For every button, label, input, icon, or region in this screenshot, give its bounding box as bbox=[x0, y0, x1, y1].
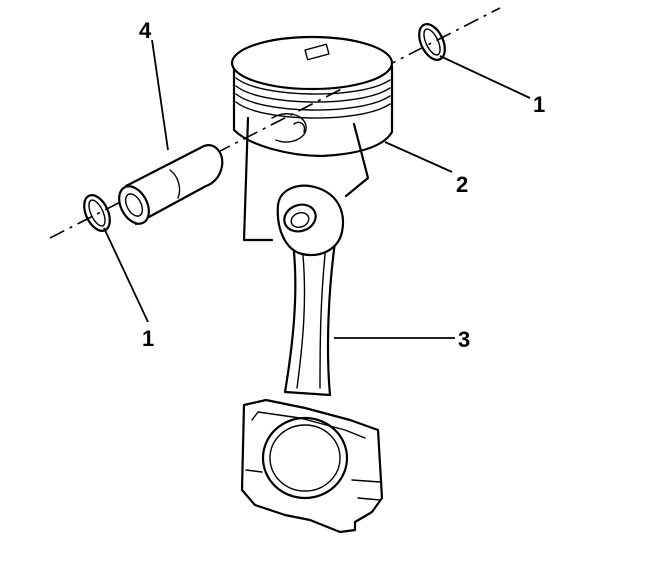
connecting-rod bbox=[240, 184, 384, 534]
leader-line-ring-upper bbox=[439, 55, 531, 99]
callout-piston: 2 bbox=[456, 172, 468, 197]
piston-pin bbox=[118, 144, 224, 226]
callout-rod: 3 bbox=[458, 327, 470, 352]
retaining-ring-lower bbox=[83, 194, 111, 232]
callout-pin: 4 bbox=[139, 18, 152, 43]
callout-ring-lower: 1 bbox=[142, 326, 154, 351]
leader-line-ring-lower bbox=[103, 227, 149, 323]
callout-ring-upper: 1 bbox=[533, 92, 545, 117]
leader-line-piston bbox=[384, 141, 453, 173]
retaining-ring-upper bbox=[418, 23, 446, 61]
piston bbox=[230, 35, 394, 242]
leader-line-pin bbox=[151, 39, 169, 151]
